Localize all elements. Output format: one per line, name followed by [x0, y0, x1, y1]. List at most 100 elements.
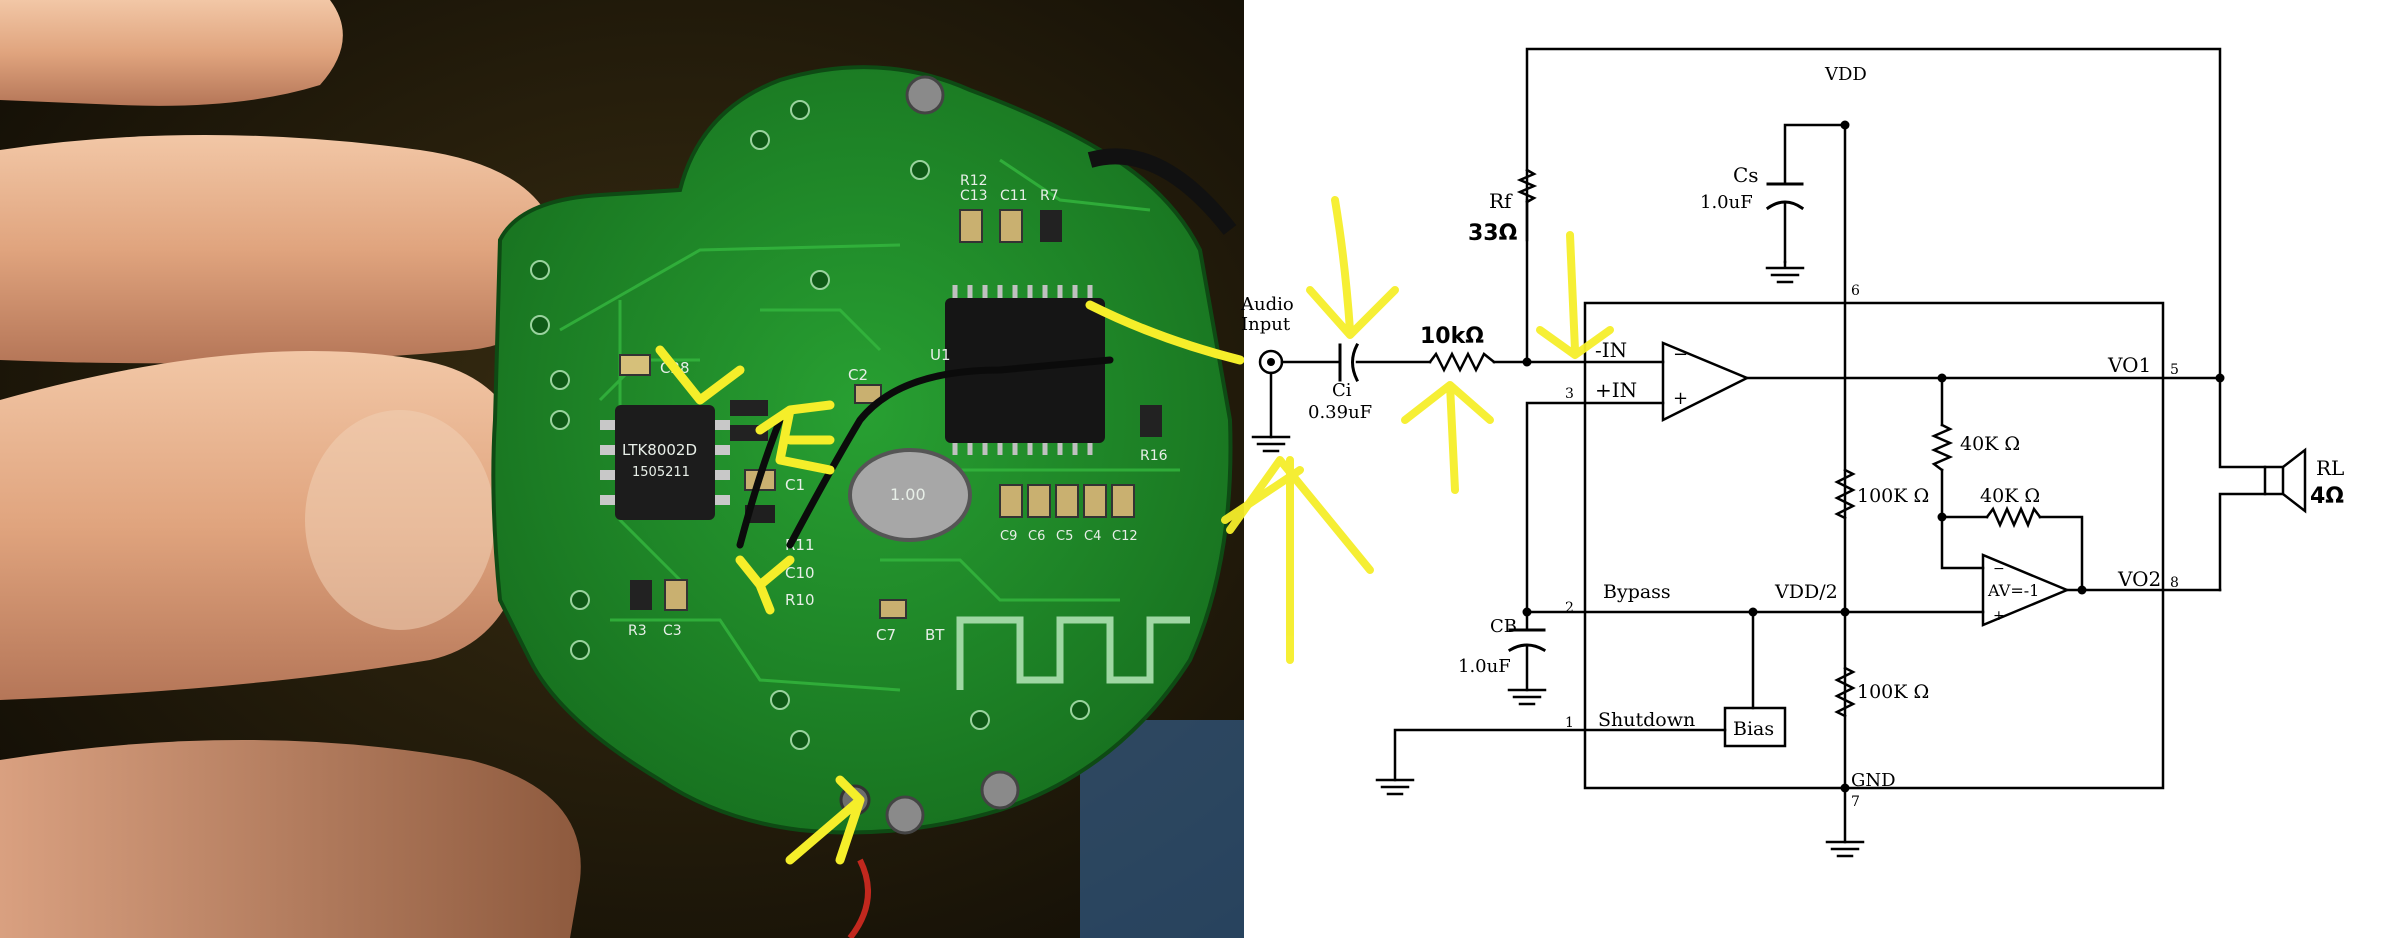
junctions	[1522, 120, 2225, 793]
thumb-nail	[305, 410, 495, 630]
amp2-minus-sign: −	[1993, 561, 2005, 577]
gnd-shutdown	[1375, 778, 1415, 796]
cap-c28	[619, 354, 651, 376]
arrow-c28	[655, 345, 745, 405]
silk-c3: C3	[663, 623, 682, 639]
label-pin3: 3	[1565, 386, 1574, 402]
label-vo2: VO2	[2117, 567, 2161, 591]
amp-chip-pins	[600, 420, 730, 505]
wire-2	[736, 416, 784, 549]
silk-c10: C10	[785, 564, 815, 582]
label-cb: CB	[1490, 616, 1517, 637]
resistor-r3	[630, 580, 652, 610]
label-plus-in: +IN	[1595, 378, 1637, 402]
schematic: VDD Cs 1.0uF Rf 33Ω Audio Input Ci 0.39u…	[1221, 0, 2400, 938]
wire-amp2-minus	[1940, 515, 1985, 570]
silk-c1: C1	[785, 476, 805, 494]
arrow-ground-extra	[1221, 466, 1304, 524]
gnd-cb	[1507, 688, 1547, 706]
highlighter-arrows-schematic	[1221, 196, 1614, 664]
label-bypass: Bypass	[1603, 581, 1671, 603]
label-cs-value: 1.0uF	[1700, 192, 1753, 213]
label-100k-2: 100K Ω	[1857, 681, 1929, 703]
label-vo1: VO1	[2107, 353, 2151, 377]
screw-bottom-right	[980, 770, 1020, 810]
speaker-cable	[1087, 148, 1237, 235]
jack-outer	[1258, 349, 1284, 375]
ic-outline	[1583, 301, 2165, 790]
silk-c4: C4	[1084, 529, 1101, 544]
schematic-labels: VDD Cs 1.0uF Rf 33Ω Audio Input Ci 0.39u…	[1240, 64, 2344, 810]
resistor-100k-bottom	[1834, 666, 1856, 718]
arrow-minus-in	[1536, 231, 1614, 359]
label-pin7: 7	[1851, 794, 1860, 810]
cap-c2	[854, 384, 882, 404]
arrow-ri	[1401, 381, 1494, 494]
resistor-ri	[1428, 351, 1496, 373]
amp-chip-label-2: 1505211	[632, 465, 690, 480]
resistor-1	[730, 400, 768, 416]
label-vdd-half: VDD/2	[1774, 581, 1838, 603]
resistor-r7	[1040, 210, 1062, 242]
speaker	[2263, 447, 2307, 514]
pcb-vias	[530, 100, 1090, 750]
cap-c11	[999, 209, 1023, 243]
cap-c12	[1111, 484, 1135, 518]
wire-plus-in	[1525, 401, 1665, 614]
label-cb-value: 1.0uF	[1458, 656, 1511, 677]
wire-speaker	[2218, 376, 2267, 592]
cs-plate-bottom	[1765, 200, 1805, 211]
silk-c9: C9	[1000, 529, 1017, 544]
label-cs: Cs	[1733, 163, 1759, 187]
silk-r7: R7	[1040, 188, 1059, 204]
resistors	[1428, 168, 2042, 718]
silk-c5: C5	[1056, 529, 1073, 544]
pcb-photo: LTK8002D 1505211 1.00	[0, 0, 1245, 938]
hand	[0, 0, 581, 938]
silk-c6: C6	[1028, 529, 1045, 544]
silk-bt: BT	[925, 626, 945, 644]
finger-bottom	[0, 740, 581, 938]
resistor-rf	[1516, 168, 1538, 204]
op-amp-1	[1661, 341, 1751, 423]
silk-r16: R16	[1140, 448, 1168, 464]
crystal-body	[848, 448, 972, 542]
gnd-main	[1825, 840, 1865, 858]
silk-u1: U1	[930, 346, 951, 364]
arrow-resistors	[755, 400, 835, 475]
label-40k-2: 40K Ω	[1980, 485, 2040, 507]
resistor-r16	[1140, 405, 1162, 437]
label-pin6: 6	[1851, 283, 1860, 299]
label-pin2: 2	[1565, 600, 1574, 616]
amp1-plus-sign: +	[1673, 388, 1688, 409]
label-shutdown: Shutdown	[1598, 709, 1695, 731]
label-ci-value: 0.39uF	[1308, 402, 1372, 423]
label-100k-1: 100K Ω	[1857, 485, 1929, 507]
label-40k-1: 40K Ω	[1960, 433, 2020, 455]
arrow-to-input	[1085, 300, 1245, 365]
pcb-board	[491, 65, 1233, 835]
gnd-input	[1251, 435, 1291, 453]
screw-bottom	[885, 795, 925, 835]
wire-shutdown	[1393, 728, 1727, 782]
op-amps	[1661, 341, 2071, 627]
label-minus-in: -IN	[1595, 338, 1627, 362]
label-audio: Audio	[1240, 294, 1294, 315]
gnd-cs	[1765, 260, 1805, 284]
capacitors	[1338, 182, 1805, 653]
cap-c5	[1055, 484, 1079, 518]
label-gnd: GND	[1851, 770, 1896, 791]
audio-input-jack	[1258, 349, 1284, 375]
speaker-magnet	[2263, 465, 2285, 496]
speaker-cone	[2281, 447, 2307, 514]
amp-chip-label-1: LTK8002D	[622, 441, 697, 459]
silk-c2: C2	[848, 366, 868, 384]
arrow-ci	[1306, 196, 1399, 339]
label-ri-value: 10kΩ	[1420, 324, 1484, 349]
amp-chip-body	[615, 405, 715, 520]
label-ci: Ci	[1332, 380, 1352, 401]
label-input: Input	[1241, 314, 1291, 335]
label-rf: Rf	[1489, 189, 1513, 213]
amplifier-chip: LTK8002D 1505211	[600, 405, 730, 520]
